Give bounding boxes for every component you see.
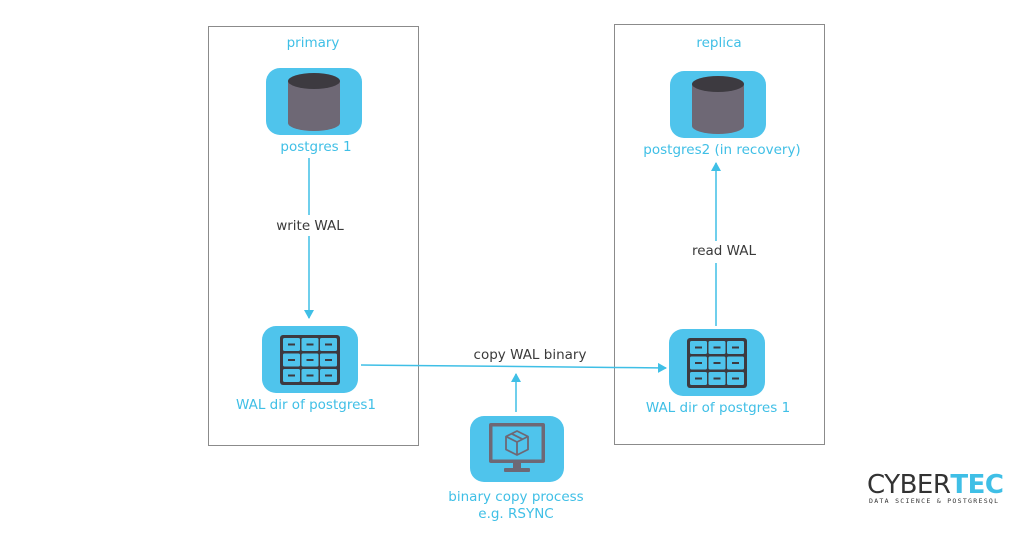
primary-container [208,26,419,446]
replica-wal-node [669,329,765,396]
file-cabinet-icon [280,334,340,385]
replica-wal-label: WAL dir of postgres 1 [645,400,791,416]
file-cabinet-icon [687,337,747,388]
copy-process-sublabel: e.g. RSYNC [478,506,554,522]
postgres2-label: postgres2 (in recovery) [643,142,801,158]
read-wal-label: read WAL [691,243,757,259]
monitor-package-icon [489,423,545,472]
primary-wal-label: WAL dir of postgres1 [235,397,377,413]
logo-tagline: DATA SCIENCE & POSTGRESQL [869,497,1000,505]
replica-title: replica [696,35,742,51]
logo-part1: CYBER [867,470,951,500]
copy-wal-label: copy WAL binary [473,347,587,363]
copy-process-node [470,416,564,482]
replica-container [614,24,825,445]
copy-process-label: binary copy process [448,489,584,505]
postgres1-node [266,68,362,135]
logo-part2: TEC [950,470,1004,500]
primary-wal-node [262,326,358,393]
write-wal-label: write WAL [276,218,344,234]
postgres1-label: postgres 1 [280,139,352,155]
cybertec-logo: CYBERTEC [867,471,1004,499]
database-icon [288,72,340,131]
postgres2-node [670,71,766,138]
copy-wal-arrow [360,362,667,373]
database-icon [692,75,744,134]
primary-title: primary [286,35,340,51]
